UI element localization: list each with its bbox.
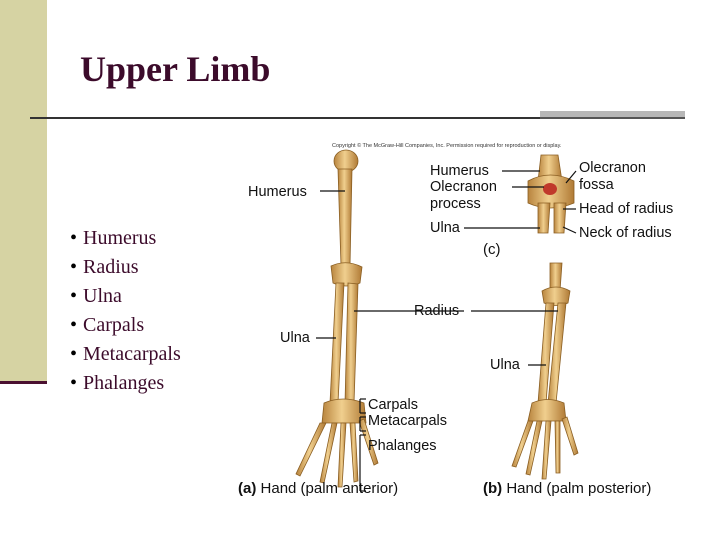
label-neck-of-radius: Neck of radius [579, 225, 672, 241]
bullet-dot: • [70, 372, 78, 394]
elbow-closeup [527, 154, 575, 234]
label-humerus: Humerus [248, 184, 307, 200]
bullet-dot: • [70, 314, 78, 336]
bullet-text: Phalanges [83, 372, 165, 394]
label-metacarpals: Metacarpals [368, 413, 447, 429]
leader-lines [316, 170, 577, 492]
label-ulna-posterior: Ulna [490, 357, 520, 373]
label-ulna-elbow: Ulna [430, 220, 460, 236]
label-phalanges: Phalanges [368, 438, 437, 454]
bullet-item-metacarpals: •Metacarpals [70, 340, 181, 369]
bullet-item-phalanges: •Phalanges [70, 369, 181, 398]
bullet-dot: • [70, 285, 78, 307]
bullet-item-humerus: •Humerus [70, 224, 181, 253]
arm-anterior [295, 149, 379, 488]
accent-sidebar [0, 0, 47, 382]
label-humerus-elbow: Humerus [430, 163, 489, 179]
label-olecranon-process-line2: process [430, 196, 481, 212]
bullet-dot: • [70, 227, 78, 249]
caption-b-text: Hand (palm posterior) [506, 480, 652, 497]
caption-c: (c) [483, 241, 501, 258]
bullet-text: Carpals [83, 314, 145, 336]
label-ulna-anterior: Ulna [280, 330, 310, 346]
caption-a-letter: (a) [238, 480, 257, 497]
label-carpals: Carpals [368, 397, 418, 413]
title-divider-accent [540, 111, 685, 117]
accent-sidebar-line [0, 381, 47, 384]
upper-limb-figure: Copyright © The McGraw-Hill Companies, I… [228, 141, 700, 501]
label-olecranon-process-line1: Olecranon [430, 179, 497, 195]
slide-title: Upper Limb [80, 49, 271, 89]
bullet-item-radius: •Radius [70, 253, 181, 282]
caption-a: (a) Hand (palm anterior) [238, 480, 398, 497]
bone-illustration [295, 149, 579, 492]
label-radius: Radius [414, 303, 460, 319]
label-olecranon-fossa-line2: fossa [579, 177, 614, 193]
bullet-text: Humerus [83, 227, 157, 249]
bullet-item-ulna: •Ulna [70, 282, 181, 311]
bullet-text: Metacarpals [83, 343, 181, 365]
bullet-text: Ulna [83, 285, 122, 307]
caption-b: (b) Hand (palm posterior) [483, 480, 651, 497]
title-divider [30, 117, 540, 119]
bullet-text: Radius [83, 256, 139, 278]
title-divider-accent-line [540, 117, 685, 119]
copyright-notice: Copyright © The McGraw-Hill Companies, I… [332, 143, 562, 149]
arm-posterior [511, 262, 579, 480]
label-head-of-radius: Head of radius [579, 201, 674, 217]
bullet-dot: • [70, 343, 78, 365]
bullet-item-carpals: •Carpals [70, 311, 181, 340]
caption-a-text: Hand (palm anterior) [260, 480, 399, 497]
label-olecranon-fossa-line1: Olecranon [579, 160, 646, 176]
bullet-dot: • [70, 256, 78, 278]
bullet-list: •Humerus •Radius •Ulna •Carpals •Metacar… [70, 224, 181, 398]
caption-b-letter: (b) [483, 480, 503, 497]
